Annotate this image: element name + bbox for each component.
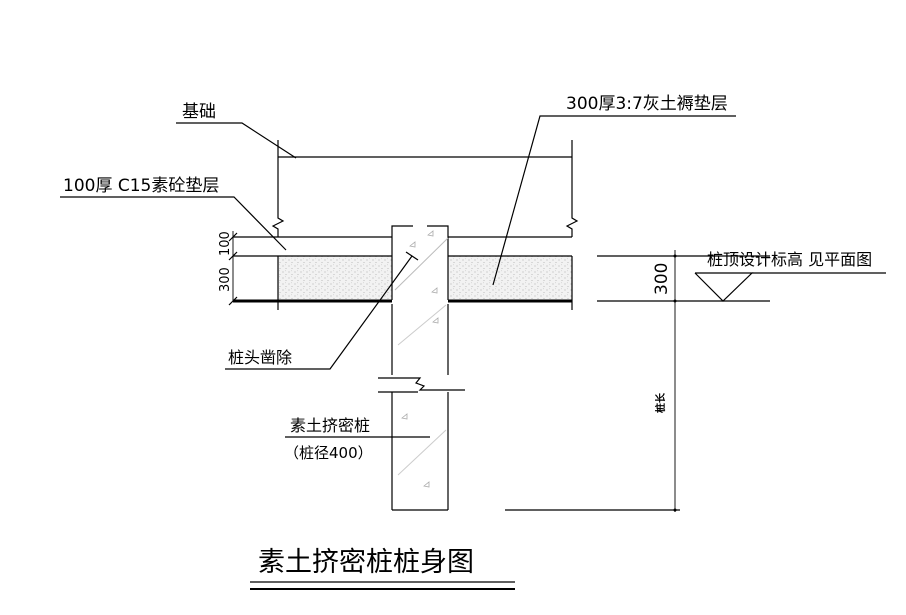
left-dimension: 100 300 bbox=[218, 231, 238, 306]
pile-name-label: 素土挤密桩 bbox=[290, 416, 370, 435]
elevation-mark: 桩顶设计标高 见平面图 bbox=[694, 250, 886, 302]
pile-length-label: 桩长 bbox=[654, 392, 667, 413]
concrete-bed-callout: 100厚 C15素砼垫层 bbox=[60, 176, 287, 251]
foundation-label: 基础 bbox=[182, 102, 216, 122]
pile bbox=[378, 225, 465, 511]
pile-head-label: 桩头凿除 bbox=[228, 348, 292, 367]
dim-right-cushion: 300 bbox=[652, 263, 672, 295]
pile-callout: 素土挤密桩 （桩径400） bbox=[284, 416, 430, 462]
cushion-callout: 300厚3:7灰土褥垫层 bbox=[492, 94, 736, 286]
foundation bbox=[271, 140, 579, 237]
dim-bed-thickness: 100 bbox=[218, 231, 233, 256]
dim-cushion-thickness: 300 bbox=[218, 267, 233, 292]
drawing-title: 素土挤密桩桩身图 bbox=[250, 547, 515, 590]
pile-head-callout: 桩头凿除 bbox=[225, 251, 419, 370]
foundation-callout: 基础 bbox=[176, 102, 297, 159]
title-text: 素土挤密桩桩身图 bbox=[258, 547, 474, 578]
pile-diameter-label: （桩径400） bbox=[284, 444, 373, 462]
concrete-bed-label: 100厚 C15素砼垫层 bbox=[63, 176, 219, 196]
right-dimension: 300 桩长 bbox=[505, 250, 680, 512]
cushion-label: 300厚3:7灰土褥垫层 bbox=[566, 94, 728, 114]
pile-top-label: 桩顶设计标高 见平面图 bbox=[707, 250, 872, 269]
